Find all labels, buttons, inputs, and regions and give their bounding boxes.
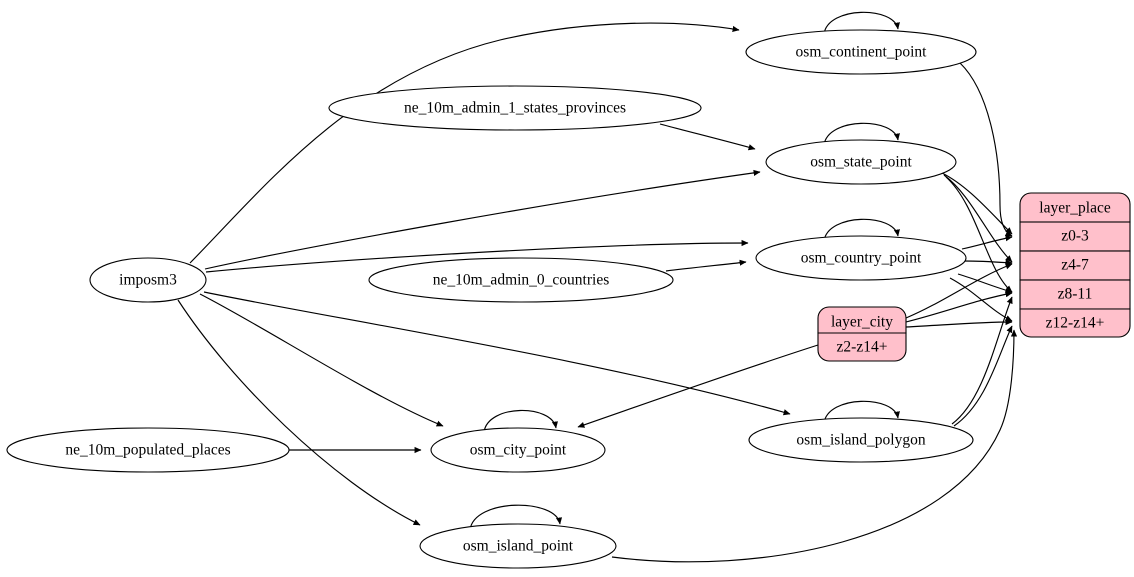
node-label-osm_island_polygon: osm_island_polygon — [796, 432, 925, 449]
node-osm_state_point[interactable]: osm_state_point — [765, 139, 957, 185]
record-label-layer_place-z12-z14: z12-z14+ — [1046, 315, 1105, 332]
node-imposm3[interactable]: imposm3 — [89, 257, 207, 303]
node-label-osm_city_point: osm_city_point — [470, 442, 567, 459]
record-label-layer_place-title: layer_place — [1039, 200, 1111, 217]
node-osm_country_point[interactable]: osm_country_point — [755, 235, 967, 281]
node-osm_island_polygon[interactable]: osm_island_polygon — [748, 417, 974, 463]
node-label-osm_state_point: osm_state_point — [810, 154, 912, 171]
node-osm_continent_point[interactable]: osm_continent_point — [745, 29, 977, 75]
edge-self-loop-osm_state_point — [823, 122, 900, 146]
record-cell-layer_place-title[interactable] — [1019, 192, 1131, 223]
node-osm_city_point[interactable]: osm_city_point — [430, 427, 606, 473]
edge-imposm3-to-osm_island_polygon — [203, 291, 791, 416]
edge-self-loop-osm_city_point — [483, 409, 558, 433]
edge-layer_city-to-layer_place-z4-7 — [905, 263, 1013, 319]
edge-osm_continent_point-to-layer_place-z0-3 — [959, 62, 1013, 237]
edge-osm_state_point-to-layer_place-z4-7 — [943, 174, 1013, 263]
record-cell-layer_place-z8-11[interactable] — [1019, 279, 1131, 310]
node-label-osm_island_point: osm_island_point — [463, 538, 574, 555]
record-cell-layer_city-title[interactable] — [817, 306, 907, 334]
edge-ne_states-to-osm_state_point — [659, 123, 756, 151]
record-label-layer_place-z0-3: z0-3 — [1061, 228, 1089, 245]
record-layer_city[interactable]: layer_city z2-z14+ — [817, 306, 907, 362]
record-label-layer_city-z2-z14: z2-z14+ — [837, 339, 888, 356]
edge-osm_island_polygon-to-layer_place-z12-z14 — [953, 325, 1013, 427]
edge-self-loop-osm_island_polygon — [823, 400, 900, 424]
record-layer: layer_place z0-3 z4-7 z8-11 z12-z14+ lay… — [817, 192, 1131, 362]
edge-osm_country_point-to-layer_place-z0-3 — [961, 235, 1013, 250]
record-layer_place[interactable]: layer_place z0-3 z4-7 z8-11 z12-z14+ — [1019, 192, 1131, 338]
edge-self-loop-osm_island_point — [469, 504, 563, 531]
edge-osm_state_point-to-layer_place-z8-11 — [945, 176, 1013, 293]
edge-layer_city-to-layer_place-z12-z14 — [905, 318, 1013, 328]
record-cell-layer_place-z4-7[interactable] — [1019, 250, 1131, 281]
edge-ne_countries-to-osm_country_point — [665, 259, 747, 272]
edge-layer — [177, 11, 1018, 563]
edge-osm_island_polygon-to-layer_place-z8-11 — [951, 296, 1013, 425]
edge-osm_country_point-to-layer_place-z12-z14 — [949, 277, 1013, 322]
edge-imposm3-to-osm_state_point — [204, 169, 761, 270]
node-osm_island_point[interactable]: osm_island_point — [419, 523, 617, 569]
node-layer: imposm3 ne_10m_admin_1_states_provinces … — [6, 29, 977, 569]
edge-osm_country_point-to-layer_place-z4-7 — [963, 259, 1013, 266]
node-label-ne_10m_admin_1_states_provinces: ne_10m_admin_1_states_provinces — [404, 100, 626, 117]
record-cell-layer_place-z0-3[interactable] — [1019, 221, 1131, 252]
node-ne_10m_admin_1_states_provinces[interactable]: ne_10m_admin_1_states_provinces — [328, 85, 702, 131]
record-label-layer_place-z4-7: z4-7 — [1061, 257, 1089, 274]
record-cell-layer_place-z12-z14[interactable] — [1019, 308, 1131, 338]
edge-osm_country_point-to-layer_place-z8-11 — [957, 273, 1013, 294]
edge-imposm3-to-osm_city_point — [199, 293, 444, 427]
node-ne_10m_admin_0_countries[interactable]: ne_10m_admin_0_countries — [368, 257, 674, 303]
edge-imposm3-to-osm_country_point — [205, 239, 749, 273]
edge-imposm3-to-osm_continent_point — [189, 22, 740, 264]
edge-osm_island_point-to-layer_place-z12-z14 — [611, 329, 1018, 563]
edge-imposm3-to-osm_island_point — [177, 299, 421, 526]
node-label-ne_10m_populated_places: ne_10m_populated_places — [65, 442, 230, 459]
edge-layer_city-to-osm_city_point — [577, 344, 819, 428]
node-ne_10m_populated_places[interactable]: ne_10m_populated_places — [6, 427, 290, 473]
edge-osm_state_point-to-layer_place-z0-3 — [941, 172, 1013, 235]
node-label-imposm3: imposm3 — [119, 272, 177, 289]
record-label-layer_place-z8-11: z8-11 — [1058, 286, 1093, 303]
edge-layer_city-to-layer_place-z8-11 — [905, 291, 1013, 323]
record-label-layer_city-title: layer_city — [831, 314, 893, 331]
edge-self-loop-osm_country_point — [823, 218, 900, 242]
record-cell-layer_city-z2-z14[interactable] — [817, 332, 907, 362]
node-label-ne_10m_admin_0_countries: ne_10m_admin_0_countries — [433, 272, 610, 289]
node-label-osm_continent_point: osm_continent_point — [796, 44, 928, 61]
edge-self-loop-osm_continent_point — [823, 11, 900, 35]
node-label-osm_country_point: osm_country_point — [801, 250, 922, 267]
